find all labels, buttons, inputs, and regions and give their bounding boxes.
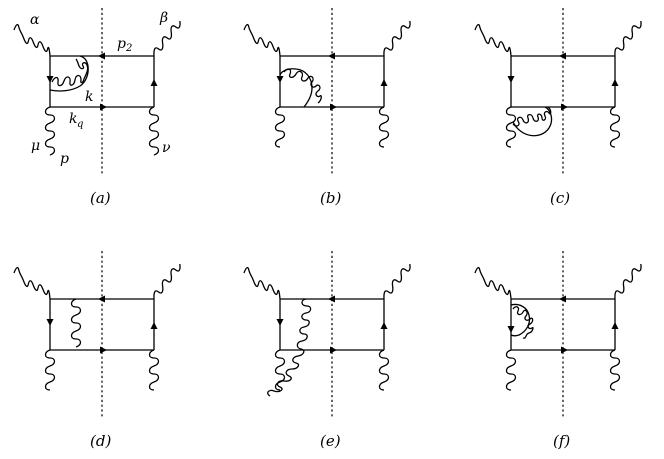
label-p2: p (117, 36, 126, 52)
panel-c: (c) (474, 8, 642, 207)
label-kq: k (69, 111, 77, 127)
arrow-bottom-right (561, 103, 568, 111)
gluon-loop-curls (512, 306, 534, 339)
arrow-bottom-right (100, 103, 107, 111)
photon-beta-line (614, 263, 642, 300)
photon-beta-line (153, 263, 181, 300)
gluon-nu-leg (378, 106, 390, 148)
gluon-vertex-loop (512, 106, 553, 137)
arrow-left-down (507, 326, 515, 333)
photon-beta-line (383, 20, 411, 57)
arrow-right-up (150, 322, 158, 329)
caption-b: (b) (320, 189, 341, 207)
gluon-mu-leg (274, 106, 286, 148)
arrow-left-down (507, 76, 515, 83)
label-nu: ν (162, 140, 171, 156)
photon-alpha-line (474, 23, 512, 57)
photon-beta-line (383, 263, 411, 300)
label-kq-sub: q (77, 119, 83, 130)
caption-d: (d) (90, 432, 111, 450)
panel-b: (b) (243, 8, 411, 207)
arrow-bottom-right (100, 346, 107, 354)
arrow-left-down (46, 76, 54, 83)
arrow-right-up (150, 79, 158, 86)
gluon-diagonal (267, 298, 312, 397)
photon-alpha-line (13, 266, 51, 300)
caption-a: (a) (90, 189, 111, 207)
photon-alpha-line (243, 266, 281, 300)
label-p: p (60, 151, 69, 167)
panel-a: α β p 2 k k q μ ν p (a) (13, 8, 181, 207)
gluon-mu-leg (44, 106, 56, 156)
gluon-loop-curls (51, 58, 89, 87)
arrow-right-up (611, 322, 619, 329)
photon-alpha-line (243, 23, 281, 57)
label-p2-sub: 2 (125, 43, 132, 54)
label-beta: β (159, 10, 168, 26)
gluon-nu-leg (609, 349, 621, 391)
gluon-mu-leg (505, 349, 517, 391)
panel-f: (f) (474, 251, 642, 450)
gluon-nu-leg (609, 106, 621, 148)
gluon-mu-leg (505, 106, 517, 148)
label-k: k (85, 89, 93, 105)
caption-f: (f) (553, 432, 570, 450)
panel-e: (e) (243, 251, 411, 450)
arrow-left-down (276, 76, 284, 83)
arrow-right-up (611, 79, 619, 86)
arrow-bottom-right (330, 346, 337, 354)
gluon-nu-leg (148, 349, 160, 391)
arrow-left-down (46, 319, 54, 326)
gluon-loop-curls (283, 68, 322, 104)
arrow-right-up (380, 322, 388, 329)
arrow-bottom-right (330, 103, 337, 111)
arrow-right-up (380, 79, 388, 86)
label-mu: μ (31, 138, 40, 154)
photon-beta-line (614, 20, 642, 57)
caption-e: (e) (320, 432, 341, 450)
gluon-rung-vertical (70, 298, 82, 348)
photon-alpha-line (474, 266, 512, 300)
panel-d: (d) (13, 251, 181, 450)
gluon-nu-leg (148, 106, 160, 156)
caption-c: (c) (550, 189, 570, 207)
label-alpha: α (30, 12, 40, 28)
gluon-self-energy-loop (49, 55, 89, 92)
gluon-mu-leg (44, 349, 56, 391)
gluon-nu-leg (378, 349, 390, 391)
gluon-mu-leg (274, 349, 286, 391)
gluon-loop-curls (512, 106, 552, 127)
photon-alpha-line (13, 23, 51, 57)
arrow-left-down (276, 319, 284, 326)
arrow-bottom-right (561, 346, 568, 354)
photon-beta-line (153, 20, 181, 57)
